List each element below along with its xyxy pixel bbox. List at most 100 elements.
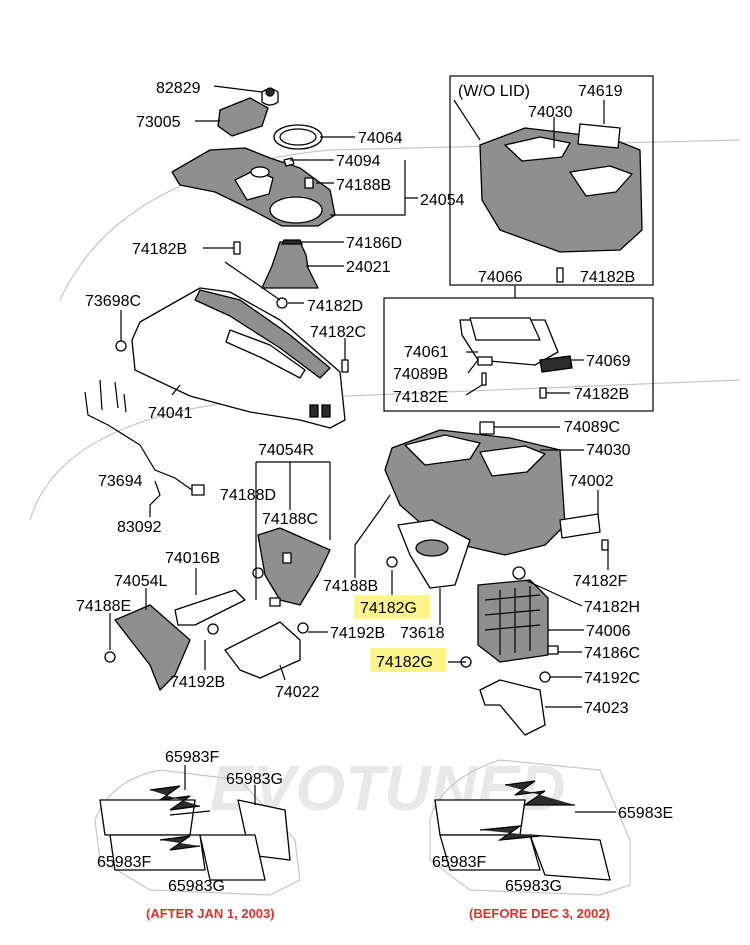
part-74041-top-rim	[194, 289, 331, 379]
part-74064-ring-inner	[279, 128, 317, 146]
label-65983F-b: 65983F	[97, 854, 151, 871]
label-74186D: 74186D	[346, 235, 402, 252]
trim-illustration-before	[429, 759, 631, 896]
part-24054-shifter-hole	[269, 196, 323, 224]
label-74186C: 74186C	[584, 645, 640, 662]
part-74089B-latch	[477, 356, 493, 366]
label-74182E: 74182E	[393, 389, 448, 406]
lid-frame	[383, 297, 654, 412]
part-74182B-screw-b	[556, 267, 564, 283]
watermark-swoosh	[59, 139, 741, 301]
label-65983G-b: 65983G	[168, 878, 225, 895]
part-74041-console	[131, 287, 346, 429]
trim-illustration-after	[94, 769, 301, 896]
part-74022-bracket	[224, 621, 301, 679]
label-73698C: 73698C	[85, 293, 141, 310]
wo-lid-box	[449, 75, 654, 286]
label-74188D: 74188D	[220, 487, 276, 504]
part-74006-grid	[484, 586, 541, 655]
watermark-swoosh-2	[29, 379, 741, 521]
part-24054-knob-hole	[250, 166, 270, 178]
label-74192B-a: 74192B	[330, 625, 385, 642]
part-73694-wire-branches	[99, 379, 127, 413]
part-73618-cup	[415, 539, 449, 557]
label-74016B: 74016B	[165, 550, 220, 567]
label-74054R: 74054R	[258, 442, 314, 459]
label-74182G-b: 74182G	[376, 654, 433, 671]
part-73694-wire	[84, 391, 193, 491]
trim-before-zigzag	[479, 780, 575, 841]
part-74030-cupholder	[404, 434, 481, 466]
part-74182G-screw-a	[386, 556, 398, 568]
label-74022: 74022	[275, 684, 320, 701]
label-73005: 73005	[136, 114, 181, 131]
label-74030-a: 74030	[528, 104, 573, 121]
note-after-jan-2003: (AFTER JAN 1, 2003)	[146, 906, 275, 921]
part-74188B-clip	[304, 177, 314, 189]
label-24054: 24054	[420, 192, 465, 209]
part-74006-box	[477, 579, 549, 663]
part-83092-connector	[191, 484, 205, 496]
part-74182H-screw	[512, 566, 526, 580]
label-74064: 74064	[358, 130, 403, 147]
label-74094: 74094	[336, 153, 381, 170]
label-74182B-b: 74182B	[580, 269, 635, 286]
label-74188B-a: 74188B	[336, 177, 391, 194]
label-65983E: 65983E	[618, 805, 673, 822]
label-74089C: 74089C	[564, 419, 620, 436]
label-74182C: 74182C	[310, 324, 366, 341]
note-before-dec-2002: (BEFORE DEC 3, 2002)	[469, 906, 610, 921]
part-74089C-clip	[479, 421, 495, 435]
part-74188C-clip	[282, 552, 292, 564]
part-73698C-clip	[115, 340, 127, 352]
part-74069-hinge	[539, 355, 573, 373]
part-65983F-before-b	[439, 834, 541, 871]
part-74016B-bracket	[174, 589, 246, 626]
label-74002: 74002	[569, 473, 614, 490]
trim-after-zigzag	[149, 785, 211, 851]
part-74192B-screw-b	[297, 622, 309, 634]
part-74182F-screw	[601, 539, 609, 551]
part-74188D-clip	[252, 567, 264, 579]
label-74041: 74041	[148, 405, 193, 422]
leader-lines	[109, 85, 616, 813]
label-24021: 24021	[346, 259, 391, 276]
part-74188B-clip-b	[269, 597, 281, 607]
part-74192C-screw	[539, 671, 551, 683]
lid-box	[383, 267, 654, 412]
label-74192C: 74192C	[584, 670, 640, 687]
label-74066: 74066	[478, 269, 523, 286]
part-74023-bracket	[479, 679, 546, 736]
label-74006: 74006	[586, 623, 631, 640]
part-74182C-screw	[341, 359, 349, 373]
part-65983G-before	[529, 834, 611, 881]
label-73694: 73694	[98, 473, 143, 490]
part-24021-boot	[261, 241, 319, 289]
part-74182B-screw-c	[539, 387, 547, 399]
part-74186C-clip	[547, 645, 559, 655]
label-83092: 83092	[117, 519, 162, 536]
part-74030-lidless-bin	[569, 165, 633, 197]
part-74066-lid-top	[469, 317, 541, 341]
part-74030-bin	[479, 445, 546, 477]
label-74188E: 74188E	[76, 598, 131, 615]
label-74182B-c: 74182B	[574, 386, 629, 403]
part-82829-cap	[265, 87, 275, 97]
label-74054L: 74054L	[114, 573, 167, 590]
part-65983G-after-b	[199, 834, 266, 881]
label-65983G-a: 65983G	[226, 771, 283, 788]
label-65983G-c: 65983G	[505, 878, 562, 895]
part-74041-tabs	[309, 404, 331, 418]
part-74619-plate	[577, 123, 621, 149]
part-74186D-clip	[280, 239, 304, 245]
label-74192B-b: 74192B	[170, 674, 225, 691]
label-74182G-a: 74182G	[360, 600, 417, 617]
part-74094-clip	[283, 157, 295, 167]
label-65983F-c: 65983F	[432, 854, 486, 871]
label-74089B: 74089B	[393, 366, 448, 383]
label-74030-b: 74030	[586, 442, 631, 459]
part-74188E-clip	[104, 651, 116, 663]
part-74054L-cover	[114, 604, 191, 691]
